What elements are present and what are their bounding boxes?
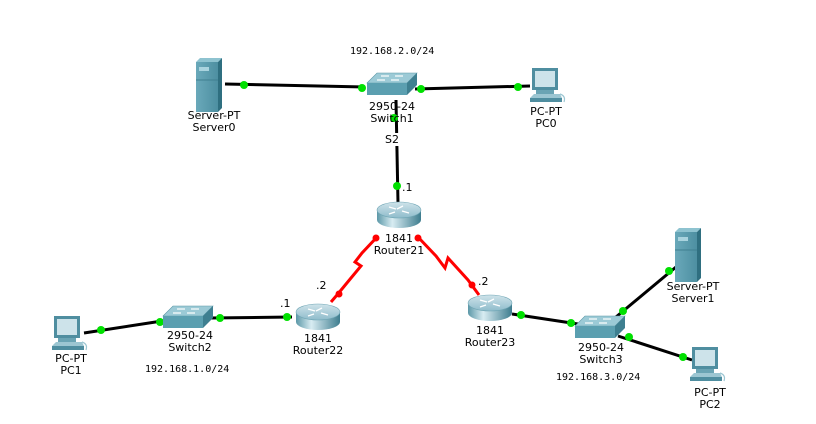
device-label-server1: Server-PT Server1 xyxy=(667,281,720,305)
port-status-dot xyxy=(517,311,525,319)
device-label-server0: Server-PT Server0 xyxy=(188,110,241,134)
port-status-dot xyxy=(665,267,673,275)
device-label-switch2: 2950-24 Switch2 xyxy=(167,330,213,354)
device-label-pc2: PC-PT PC2 xyxy=(694,387,726,411)
device-model: Server-PT xyxy=(187,109,241,122)
device-name: Switch3 xyxy=(579,353,623,366)
interface-label-router23-serial: .2 xyxy=(478,275,489,288)
port-status-dot xyxy=(679,353,687,361)
device-model: PC-PT xyxy=(694,386,726,399)
interface-label-router21-lan: .1 xyxy=(402,181,413,194)
device-model: 1841 xyxy=(475,324,504,337)
device-name: Switch2 xyxy=(168,341,212,354)
device-model: 1841 xyxy=(384,232,413,245)
device-name: Switch1 xyxy=(370,112,414,125)
device-name: Router23 xyxy=(464,336,516,349)
port-status-dot xyxy=(514,83,522,91)
interface-label-router22-lan: .1 xyxy=(280,297,291,310)
device-label-pc1: PC-PT PC1 xyxy=(55,353,87,377)
device-name: Server0 xyxy=(192,121,236,134)
device-name: Router22 xyxy=(292,344,344,357)
device-label-switch3: 2950-24 Switch3 xyxy=(578,342,624,366)
device-name: PC0 xyxy=(535,117,557,130)
serial-status-dots xyxy=(335,234,476,298)
device-model: PC-PT xyxy=(55,352,87,365)
device-name: Server1 xyxy=(671,292,715,305)
router-icon[interactable] xyxy=(295,303,341,330)
pc-icon[interactable] xyxy=(690,347,726,382)
device-model: PC-PT xyxy=(530,105,562,118)
device-label-router21: 1841 Router21 xyxy=(374,233,424,257)
port-status-dot xyxy=(625,333,633,341)
port-down-dot xyxy=(414,234,422,242)
port-status-dot xyxy=(417,85,425,93)
device-name: Router21 xyxy=(373,244,425,257)
port-down-dot xyxy=(468,281,476,289)
network-label-192-168-3: 192.168.3.0/24 xyxy=(556,372,641,383)
port-status-dot xyxy=(283,313,291,321)
interface-label-router22-serial: .2 xyxy=(316,279,327,292)
port-status-dot xyxy=(240,81,248,89)
device-model: 1841 xyxy=(303,332,332,345)
port-down-dot xyxy=(335,290,343,298)
link-switch1-pc0[interactable] xyxy=(414,84,531,91)
link-pc1-switch2[interactable] xyxy=(83,319,163,335)
link-status-dots xyxy=(97,81,687,361)
device-name: PC1 xyxy=(60,364,82,377)
server-icon[interactable] xyxy=(675,228,701,282)
device-name: PC2 xyxy=(699,398,721,411)
port-status-dot xyxy=(567,319,575,327)
port-status-dot xyxy=(216,314,224,322)
port-status-dot xyxy=(358,84,366,92)
pc-icon[interactable] xyxy=(530,68,566,103)
device-label-switch1: 2950-24 Switch1 xyxy=(369,101,415,125)
server-icon[interactable] xyxy=(196,58,222,112)
interface-label-switch1-s2: S2 xyxy=(385,133,399,146)
pc-icon[interactable] xyxy=(52,316,88,351)
port-status-dot xyxy=(97,326,105,334)
port-status-dot xyxy=(619,307,627,315)
link-server0-switch1[interactable] xyxy=(224,82,366,89)
device-model: 2950-24 xyxy=(369,100,415,113)
port-down-dot xyxy=(372,234,380,242)
port-status-dot xyxy=(393,182,401,190)
network-label-192-168-2: 192.168.2.0/24 xyxy=(350,46,435,57)
switch-icon[interactable] xyxy=(574,315,626,338)
router-icon[interactable] xyxy=(376,201,422,228)
device-label-router23: 1841 Router23 xyxy=(465,325,515,349)
network-label-192-168-1: 192.168.1.0/24 xyxy=(145,364,230,375)
router-icon[interactable] xyxy=(467,294,513,321)
port-status-dot xyxy=(390,114,398,122)
port-status-dot xyxy=(156,318,164,326)
device-model: Server-PT xyxy=(666,280,720,293)
device-label-router22: 1841 Router22 xyxy=(293,333,343,357)
device-label-pc0: PC-PT PC0 xyxy=(530,106,562,130)
switch-icon[interactable] xyxy=(366,72,418,95)
device-model: 2950-24 xyxy=(167,329,213,342)
device-model: 2950-24 xyxy=(578,341,624,354)
switch-icon[interactable] xyxy=(162,305,214,328)
